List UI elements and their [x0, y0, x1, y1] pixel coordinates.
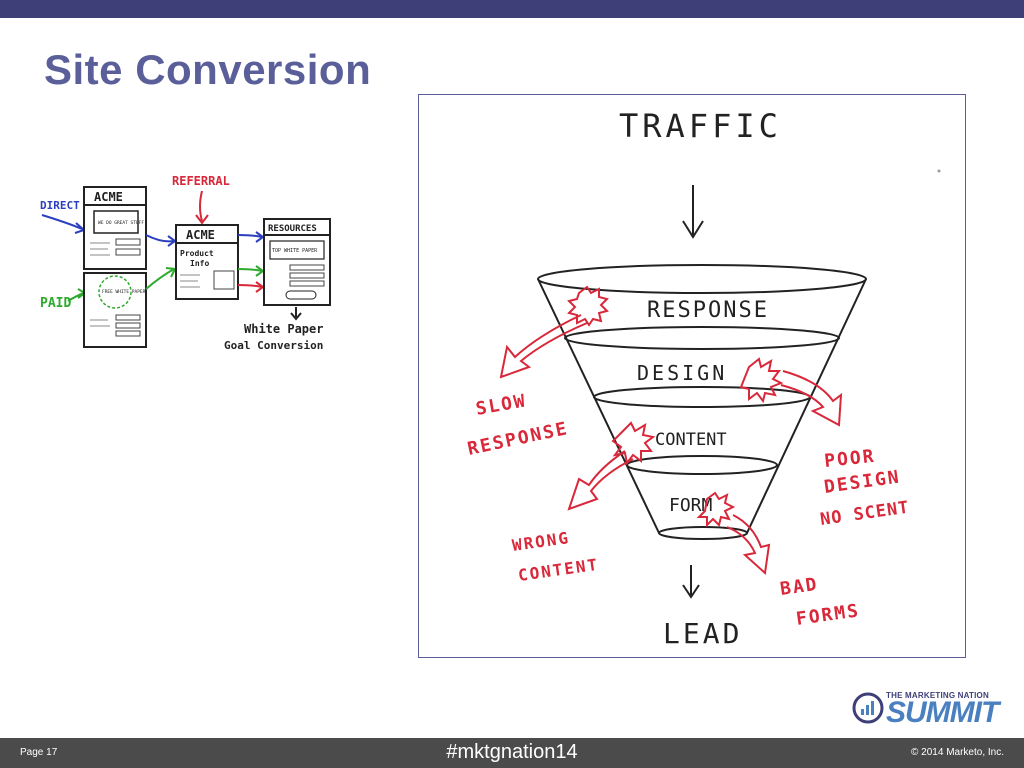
slide-title: Site Conversion: [44, 46, 372, 93]
poor-label-3: NO SCENT: [819, 498, 911, 530]
goal-line-1: White Paper: [244, 322, 323, 336]
referral-arrow: [199, 190, 203, 222]
footer-hashtag: #mktgnation14: [446, 741, 578, 763]
great-stuff-text: WE DO GREAT STUFF!: [98, 220, 147, 226]
stage-content: CONTENT: [655, 430, 727, 450]
top-accent-bar: [0, 0, 1024, 18]
leak-splat-response: [567, 285, 609, 327]
leak-arrow-response: [499, 314, 588, 379]
stage-form: FORM: [669, 495, 713, 516]
summit-logo: THE MARKETING NATION SUMMIT: [852, 690, 1012, 730]
wrong-label-2: CONTENT: [517, 555, 600, 585]
home-to-product-arrow: [145, 234, 175, 243]
leak-arrow-design: [780, 370, 843, 427]
top-white-paper-text: TOP WHITE PAPER: [272, 248, 318, 254]
poor-label-2: DESIGN: [823, 466, 902, 498]
slow-label-1: SLOW: [474, 390, 528, 420]
leak-arrow-content: [567, 450, 634, 511]
paid-to-product-arrow: [145, 268, 175, 290]
product-info-line-2: Info: [190, 259, 209, 268]
poor-label-1: POOR: [823, 446, 876, 472]
free-white-paper-text: FREE WHITE PAPER!: [102, 289, 148, 295]
stage-response: RESPONSE: [647, 298, 769, 323]
resources-title: RESOURCES: [268, 224, 317, 234]
footer-bar: Page 17 #mktgnation14 © 2014 Marketo, In…: [0, 738, 1024, 768]
direct-arrow: [41, 214, 83, 230]
bad-label-2: FORMS: [795, 600, 861, 630]
conversion-funnel: TRAFFIC RESPONSE DESIGN CONTENT FORM LEA…: [466, 107, 941, 650]
wrong-label-1: WRONG: [511, 528, 571, 555]
funnel-frame: TRAFFIC RESPONSE DESIGN CONTENT FORM LEA…: [418, 94, 966, 658]
lead-label: LEAD: [663, 617, 742, 650]
logo-top-text: THE MARKETING NATION: [886, 691, 989, 700]
product-info-line-1: Product: [180, 249, 214, 258]
leak-splat-content: [611, 421, 656, 466]
bad-label-1: BAD: [779, 574, 820, 600]
acme-product-title: ACME: [186, 228, 215, 242]
logo-main-text: SUMMIT: [886, 696, 999, 729]
funnel-body: [537, 278, 867, 534]
goal-line-2: Goal Conversion: [224, 339, 323, 352]
direct-label: DIRECT: [40, 199, 80, 212]
leak-arrow-form: [726, 514, 771, 575]
stage-design: DESIGN: [637, 361, 727, 385]
site-conversion-sketch: DIRECT PAID ACME WE DO GREAT STUFF! FREE…: [40, 174, 331, 352]
referral-label: REFERRAL: [172, 174, 230, 188]
acme-home-title: ACME: [94, 190, 123, 204]
footer-copyright: © 2014 Marketo, Inc.: [911, 747, 1004, 758]
leak-splat-form: [696, 491, 736, 528]
paid-label: PAID: [40, 296, 71, 311]
traffic-label: TRAFFIC: [619, 107, 782, 145]
slow-label-2: RESPONSE: [466, 418, 571, 460]
leak-splat-design: [739, 357, 784, 404]
page-number: Page 17: [20, 747, 58, 758]
summit-logo-icon: [852, 692, 884, 724]
